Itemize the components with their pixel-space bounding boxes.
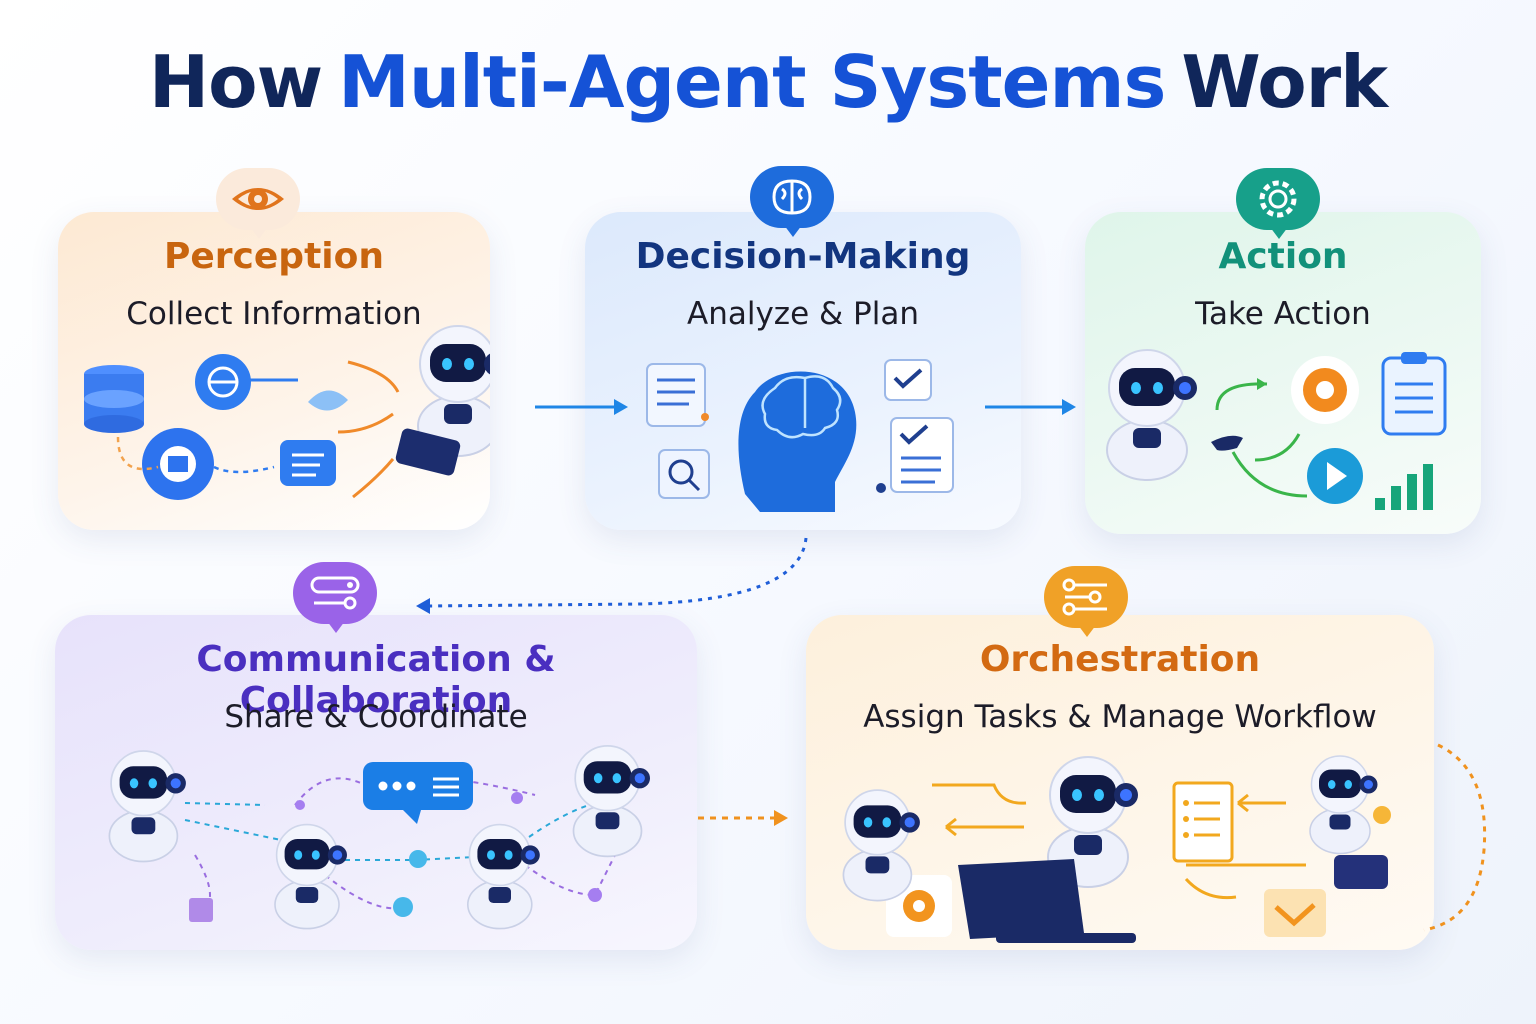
robot-1 <box>108 750 187 863</box>
orchestration-illustration <box>842 755 1391 943</box>
chat-document-icon <box>280 440 336 486</box>
action-subtitle: Take Action <box>1195 296 1371 332</box>
orange-gear-icon <box>1291 356 1359 424</box>
communication-illustration <box>108 745 651 930</box>
decision-subtitle: Analyze & Plan <box>687 296 919 332</box>
eye-icon <box>232 188 284 210</box>
title-highlight: Multi-Agent Systems <box>338 40 1166 124</box>
action-robot <box>1106 349 1198 481</box>
message-toggle-icon <box>310 576 360 610</box>
bird-icon <box>308 390 348 411</box>
perception-illustration <box>84 325 490 500</box>
robot-3 <box>467 823 541 930</box>
orchestration-robot-left <box>842 789 921 902</box>
checkbox-icon-1 <box>884 359 932 401</box>
chat-bubble-icon <box>363 762 473 824</box>
action-illustration <box>1106 349 1447 510</box>
arrow-communication-to-orchestration <box>698 810 788 826</box>
robot-hand <box>1211 435 1243 451</box>
robot-4 <box>572 745 651 858</box>
communication-card: Communication & Collaboration Share & Co… <box>55 615 697 950</box>
laptop-icon <box>958 859 1136 943</box>
decision-illustration <box>646 359 954 512</box>
perception-heading: Perception <box>164 236 384 277</box>
communication-subtitle: Share & Coordinate <box>224 699 528 735</box>
gear-icon <box>1259 180 1297 218</box>
brain-badge-icon <box>772 179 812 215</box>
perception-subtitle: Collect Information <box>126 296 422 332</box>
action-heading: Action <box>1218 236 1348 277</box>
clipboard-icon <box>1381 352 1447 436</box>
perception-card: Perception Collect Information <box>58 212 490 530</box>
title-part-2: Work <box>1181 40 1388 124</box>
title-part-1: How <box>148 40 323 124</box>
orchestration-badge <box>1044 566 1128 637</box>
checklist-icon <box>876 417 954 493</box>
signal-dot <box>1373 806 1391 824</box>
orchestration-heading: Orchestration <box>979 639 1261 680</box>
communication-heading: Communication & Collaboration <box>196 639 556 721</box>
brain-icon <box>761 375 842 439</box>
arrow-decision-to-communication <box>416 537 808 614</box>
tablet-icon <box>395 428 461 476</box>
decision-heading: Decision-Making <box>635 236 971 277</box>
task-list-icon <box>1172 781 1234 863</box>
decision-badge <box>750 166 834 237</box>
checkmark-box-icon <box>1264 889 1326 937</box>
communication-badge <box>293 562 377 633</box>
globe-icon <box>195 354 298 410</box>
orchestration-subtitle: Assign Tasks & Manage Workflow <box>863 699 1377 735</box>
bar-chart-icon <box>1375 464 1433 510</box>
action-badge <box>1236 168 1320 239</box>
screen-icon <box>1334 855 1388 889</box>
package-icon <box>189 898 213 922</box>
orchestration-robot-right <box>1309 755 1379 855</box>
decision-card: Decision-Making Analyze & Plan <box>585 212 1021 530</box>
workflow-sliders-icon <box>1062 578 1107 616</box>
head-silhouette <box>738 371 857 512</box>
action-card: Action Take Action <box>1085 212 1481 534</box>
document-icon <box>646 363 709 427</box>
magnifier-icon <box>658 449 710 499</box>
gear-circuit-icon <box>142 428 214 500</box>
orchestration-card: Orchestration Assign Tasks & Manage Work… <box>806 615 1434 950</box>
robot-2 <box>274 823 348 930</box>
perception-badge <box>216 168 300 239</box>
play-icon <box>1307 448 1363 504</box>
database-icon <box>84 365 144 433</box>
